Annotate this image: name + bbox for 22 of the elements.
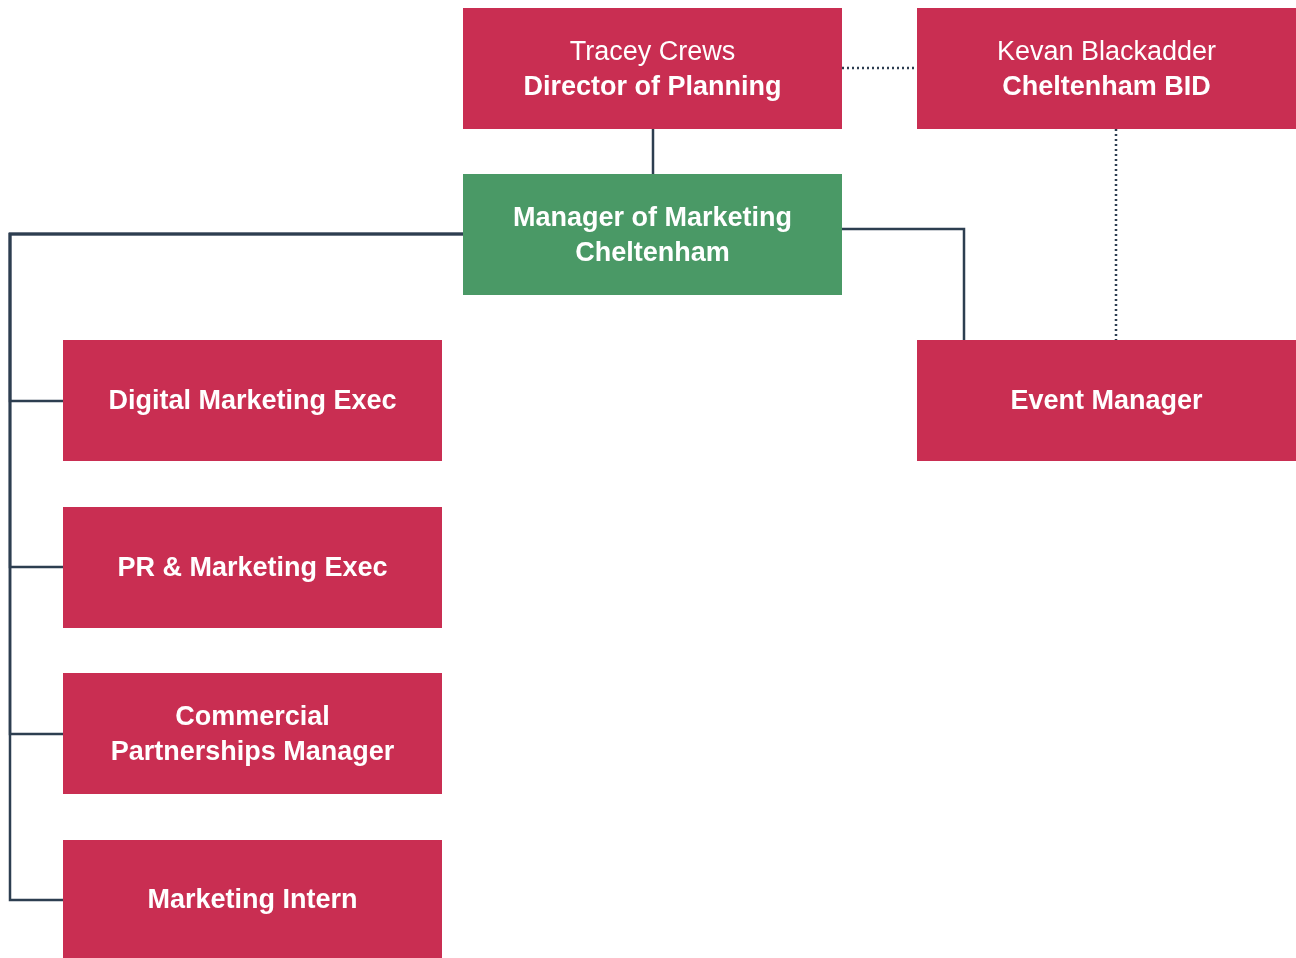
role-box: [917, 8, 1296, 129]
role-title: Commercial Partnerships Manager: [109, 699, 396, 768]
connector-line: [842, 227, 966, 340]
role-box: [63, 673, 442, 794]
person-name: Tracey Crews: [569, 34, 736, 68]
role-box: [63, 507, 442, 628]
connector-line: [8, 232, 463, 902]
connector-line: [651, 129, 655, 174]
role-box: [917, 340, 1296, 461]
person-name: Kevan Blackadder: [996, 34, 1217, 68]
role-box: [63, 340, 442, 461]
role-title: Marketing Intern: [147, 882, 358, 916]
role-title: Event Manager: [1010, 384, 1203, 417]
dotted-connector: [1114, 129, 1118, 340]
manager-box: [463, 174, 842, 295]
role-title: Manager of Marketing Cheltenham: [511, 200, 793, 269]
role-box: [63, 840, 442, 958]
role-title: Digital Marketing Exec: [108, 384, 397, 417]
role-title: Director of Planning: [523, 69, 782, 103]
role-title: Cheltenham BID: [1002, 69, 1211, 103]
role-title: PR & Marketing Exec: [117, 551, 388, 584]
role-box: [463, 8, 842, 129]
